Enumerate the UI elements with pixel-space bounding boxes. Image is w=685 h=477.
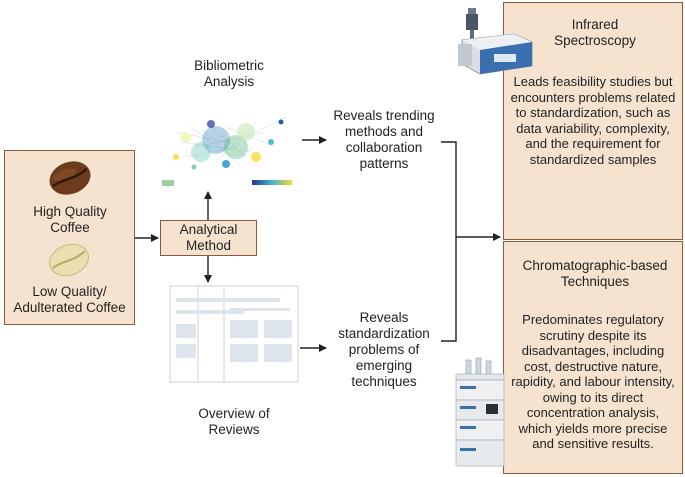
chromatographic-title: Chromatographic-based Techniques bbox=[522, 258, 668, 289]
document-stack-icon bbox=[169, 285, 299, 383]
high-quality-coffee-label: High Quality Coffee bbox=[33, 204, 107, 235]
chromatographic-description: Predominates regulatory scrutiny despite… bbox=[511, 312, 675, 451]
infrared-title: Infrared Spectroscopy bbox=[554, 17, 636, 48]
chromatographic-techniques-box bbox=[503, 241, 683, 474]
roasted-coffee-bean-icon bbox=[49, 161, 91, 195]
network-map-icon bbox=[156, 102, 302, 190]
low-quality-coffee-label: Low Quality/ Adulterated Coffee bbox=[13, 284, 126, 315]
bibliometric-result: Reveals trending methods and collaborati… bbox=[333, 108, 435, 171]
analytical-method-box bbox=[160, 220, 257, 256]
spectrometer-icon bbox=[458, 8, 533, 75]
infrared-spectroscopy-box bbox=[503, 2, 683, 240]
reviews-title: Overview of Reviews bbox=[198, 406, 270, 437]
green-coffee-bean-icon bbox=[49, 243, 89, 277]
bibliometric-title: Bibliometric Analysis bbox=[194, 58, 264, 89]
merge-bracket bbox=[441, 141, 457, 342]
reviews-result: Reveals standardization problems of emer… bbox=[338, 310, 430, 389]
infrared-description: Leads feasibility studies but encounters… bbox=[510, 74, 676, 167]
analytical-method-label: Analytical Method bbox=[179, 222, 238, 253]
hplc-instrument-icon bbox=[455, 357, 505, 467]
